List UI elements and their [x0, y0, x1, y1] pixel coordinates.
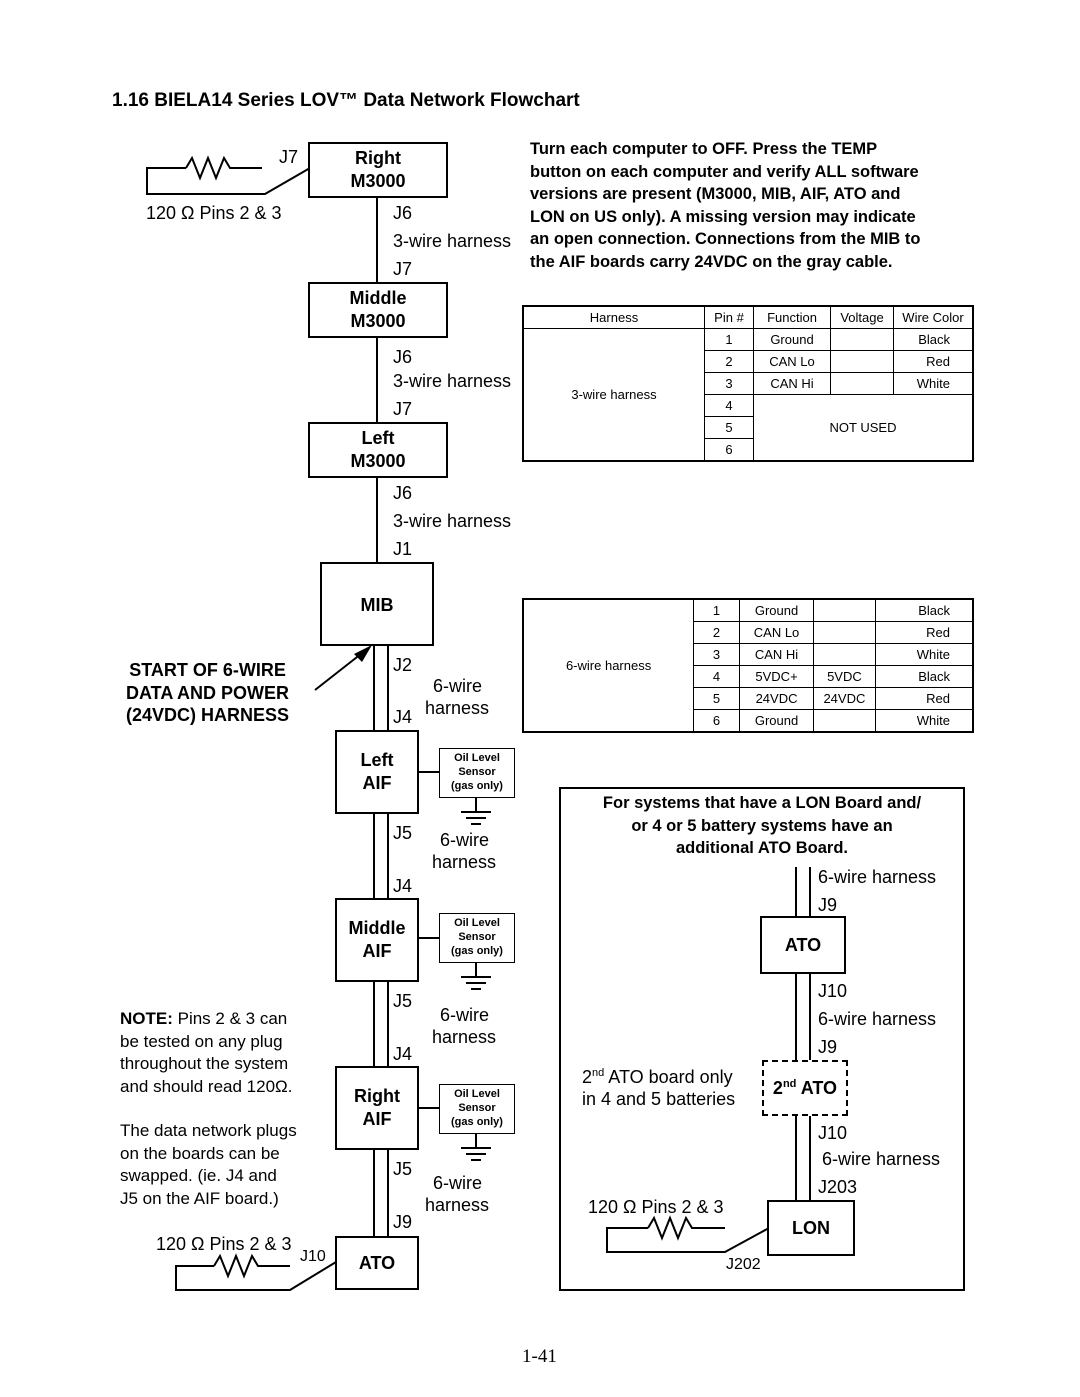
- harness-label: 6-wire harness: [822, 1149, 941, 1169]
- resistor-top-icon: [185, 155, 262, 181]
- ato-box: ATO: [760, 916, 846, 974]
- connector-label: J4: [393, 876, 413, 896]
- harness-label: harness: [425, 1195, 490, 1215]
- harness-label: 6-wire harness: [818, 867, 937, 887]
- six-wire-table: 6-wire harness 1 Ground Black 2 CAN Lo R…: [522, 598, 974, 733]
- left-m3000-box: Left M3000: [308, 422, 448, 478]
- left-aif-box: Left AIF: [335, 730, 419, 814]
- start-label: START OF 6-WIRE DATA AND POWER (24VDC) H…: [126, 660, 290, 725]
- connector-label: J6: [393, 203, 413, 223]
- instruction-line: an open connection. Connections from the…: [530, 230, 921, 248]
- right-aif-box: Right AIF: [335, 1066, 419, 1150]
- connector-label: J9: [393, 1212, 413, 1232]
- connector-label: J9: [818, 1037, 838, 1057]
- connector-label: J6: [393, 347, 413, 367]
- connector-label: J203: [818, 1177, 858, 1197]
- connector-label: J2: [393, 655, 413, 675]
- connector-label: J4: [393, 707, 413, 727]
- connector-label: J9: [818, 895, 838, 915]
- harness-label: harness: [425, 698, 490, 718]
- ato-bottom-box: ATO: [335, 1236, 419, 1290]
- right-m3000-box: Right M3000: [308, 142, 448, 198]
- page-title: 1.16 BIELA14 Series LOV™ Data Network Fl…: [112, 90, 580, 111]
- instruction-line: the AIF boards carry 24VDC on the gray c…: [530, 252, 893, 271]
- harness-label: 6-wire: [433, 1173, 483, 1193]
- connector-label: J7: [393, 399, 413, 419]
- page-number: 1-41: [522, 1346, 557, 1367]
- harness-label: 3-wire harness: [393, 231, 512, 251]
- harness-label: 6-wire: [440, 1005, 490, 1025]
- connector-label: J10: [818, 1123, 848, 1143]
- harness-label: 3-wire harness: [393, 511, 512, 531]
- connector-label: J5: [393, 1159, 413, 1179]
- second-ato-note: 2nd ATO board only in 4 and 5 batteries: [582, 1067, 736, 1109]
- resistor-lon-icon: [647, 1215, 725, 1241]
- second-ato-box: 2nd ATO: [762, 1060, 848, 1116]
- connector-label: J7: [393, 259, 413, 279]
- mib-box: MIB: [320, 562, 434, 646]
- harness-label: 6-wire: [440, 830, 490, 850]
- lon-box-text: For systems that have a LON Board and/ o…: [602, 794, 922, 857]
- resistor-bottom-wire: [175, 1261, 337, 1291]
- lon-box: LON: [767, 1200, 855, 1256]
- instruction-line: LON on US only). A missing version may i…: [530, 207, 916, 226]
- connector-label: J5: [393, 823, 413, 843]
- connector-label: J6: [393, 483, 413, 503]
- instruction-line: versions are present (M3000, MIB, AIF, A…: [530, 185, 901, 203]
- connector-label: J1: [393, 539, 413, 559]
- harness-label: 6-wire: [433, 676, 483, 696]
- middle-m3000-box: Middle M3000: [308, 282, 448, 338]
- resistor-bottom-icon: [213, 1253, 290, 1279]
- harness-label: 6-wire harness: [818, 1009, 937, 1029]
- connector-label: J5: [393, 991, 413, 1011]
- connector-label: J4: [393, 1044, 413, 1064]
- harness-label: 3-wire harness: [393, 371, 512, 391]
- instruction-line: button on each computer and verify ALL s…: [530, 162, 919, 181]
- middle-aif-box: Middle AIF: [335, 898, 419, 982]
- harness-label: harness: [432, 1027, 497, 1047]
- resistor-lon-wire: [606, 1227, 770, 1253]
- resistor-label: 120 Ω Pins 2 & 3: [588, 1197, 724, 1217]
- connector-label: J10: [818, 981, 848, 1001]
- connector-label: J202: [726, 1256, 761, 1273]
- instruction-line: Turn each computer to OFF. Press the TEM…: [530, 140, 878, 158]
- connector-label: J10: [300, 1248, 326, 1265]
- resistor-label: 120 Ω Pins 2 & 3: [156, 1234, 292, 1254]
- three-wire-table: Harness Pin # Function Voltage Wire Colo…: [522, 305, 974, 462]
- note: NOTE: Pins 2 & 3 can be tested on any pl…: [120, 1009, 297, 1208]
- resistor-top-wire: [146, 167, 311, 195]
- connector-label: J7: [279, 147, 299, 167]
- resistor-label: 120 Ω Pins 2 & 3: [146, 203, 282, 223]
- note-bold: NOTE:: [120, 1009, 173, 1028]
- harness-label: harness: [432, 852, 497, 872]
- instructions: Turn each computer to OFF. Press the TEM…: [530, 138, 921, 273]
